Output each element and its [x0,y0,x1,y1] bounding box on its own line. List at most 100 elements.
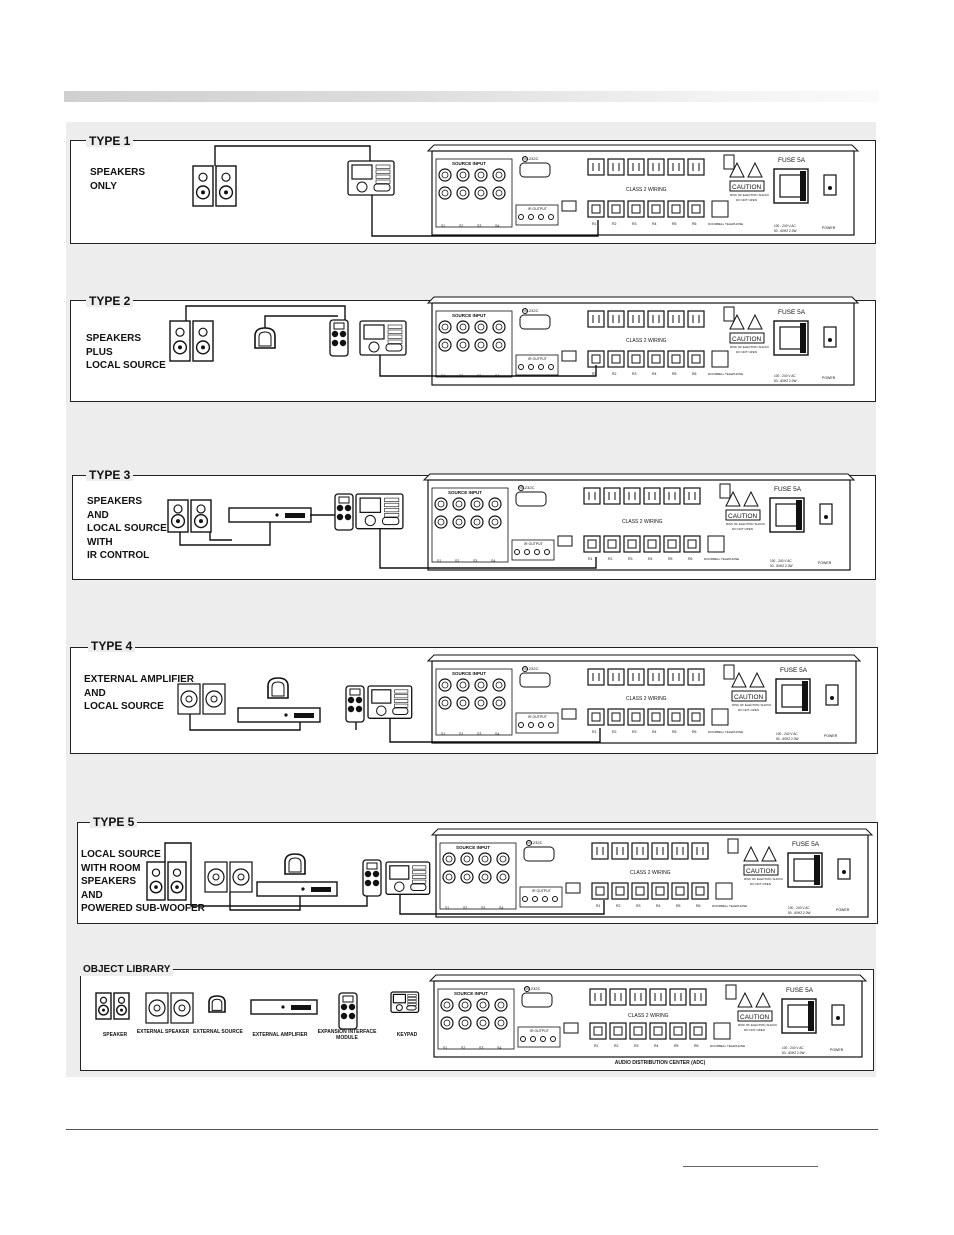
svg-text:S3: S3 [473,559,477,563]
svg-text:R4: R4 [648,557,653,561]
svg-text:CAUTION: CAUTION [728,513,758,520]
svg-text:S2: S2 [459,732,463,736]
svg-text:DOORBELL TELEPHONE: DOORBELL TELEPHONE [708,222,743,226]
svg-text:DO NOT OPEN: DO NOT OPEN [736,350,757,354]
svg-text:DOORBELL TELEPHONE: DOORBELL TELEPHONE [712,904,747,908]
keypad-type-2 [359,320,407,356]
svg-text:R4: R4 [654,1044,659,1048]
wire-type-5-sub [229,892,301,911]
svg-text:S3: S3 [477,224,481,228]
svg-text:RS-232C: RS-232C [526,840,543,845]
keypad-type-1 [347,160,395,196]
svg-text:R5: R5 [668,557,673,561]
speaker-pair-type-1 [192,165,237,207]
svg-text:CLASS 2 WIRING: CLASS 2 WIRING [630,870,671,876]
svg-text:DOORBELL TELEPHONE: DOORBELL TELEPHONE [710,1044,745,1048]
library-label-expansion-module: EXPANSION INTERFACE MODULE [317,1029,377,1041]
expansion-module-type-2 [329,319,349,357]
svg-text:DO NOT OPEN: DO NOT OPEN [732,527,753,531]
svg-text:50 - 60HZ 2.0W: 50 - 60HZ 2.0W [774,229,797,233]
svg-text:CLASS 2 WIRING: CLASS 2 WIRING [626,696,667,702]
svg-text:S2: S2 [463,906,467,910]
svg-text:R3: R3 [634,1044,639,1048]
object-library-title: OBJECT LIBRARY [80,964,174,976]
type-2-description: SPEAKERS PLUS LOCAL SOURCE [86,333,166,371]
svg-text:CAUTION: CAUTION [732,336,762,343]
type-4-title: TYPE 4 [88,640,136,652]
svg-text:R6: R6 [696,904,701,908]
amplifier-type-4 [237,707,321,723]
svg-text:POWER: POWER [830,1048,844,1052]
svg-text:R6: R6 [688,557,693,561]
svg-text:SOURCE INPUT: SOURCE INPUT [456,845,490,850]
wire-type-2-source [264,315,338,328]
svg-text:IR OUTPUT: IR OUTPUT [532,889,552,893]
svg-text:R1: R1 [592,730,597,734]
svg-text:S4: S4 [499,906,503,910]
library-speaker [95,992,130,1020]
svg-text:R1: R1 [596,904,601,908]
svg-text:DOORBELL TELEPHONE: DOORBELL TELEPHONE [708,372,743,376]
wire-type-3-amp [209,532,232,541]
keypad-type-5 [385,861,431,895]
svg-text:S4: S4 [495,224,499,228]
external-source-type-4 [267,677,289,699]
svg-text:50 - 60HZ 2.0W: 50 - 60HZ 2.0W [782,1051,805,1055]
svg-text:R4: R4 [656,904,661,908]
library-label-adc: AUDIO DISTRIBUTION CENTER (ADC) [614,1060,706,1066]
svg-text:R3: R3 [632,222,637,226]
footer-link-underline [683,1166,818,1167]
library-expansion-module [338,992,358,1030]
svg-text:IR OUTPUT: IR OUTPUT [528,357,548,361]
svg-text:S2: S2 [461,1046,465,1050]
svg-text:RS-232C: RS-232C [518,485,535,490]
svg-text:CAUTION: CAUTION [732,184,762,191]
type-2-title: TYPE 2 [86,295,134,307]
wire-type-4-speaker [189,714,301,731]
external-source-type-2 [254,327,276,349]
speaker-pair-type-3 [167,499,212,533]
svg-text:SOURCE INPUT: SOURCE INPUT [448,490,482,495]
svg-text:R2: R2 [612,222,617,226]
external-speaker-pair-type-5 [204,861,253,893]
svg-text:POWER: POWER [824,734,838,738]
wire-type-3-keypad [379,529,597,569]
svg-text:RISK OF ELECTRIC SHOCK: RISK OF ELECTRIC SHOCK [738,1023,777,1027]
svg-text:R3: R3 [636,904,641,908]
svg-text:S1: S1 [443,1046,447,1050]
svg-text:POWER: POWER [822,226,836,230]
svg-text:RS-232C: RS-232C [522,156,539,161]
type-5-title: TYPE 5 [90,816,138,828]
library-label-keypad: KEYPAD [396,1032,418,1038]
svg-text:DO NOT OPEN: DO NOT OPEN [744,1028,765,1032]
svg-text:POWER: POWER [822,376,836,380]
svg-text:50 - 60HZ 2.0W: 50 - 60HZ 2.0W [788,911,811,915]
svg-text:R2: R2 [612,730,617,734]
library-keypad [390,991,420,1014]
svg-text:100 - 240 V AC: 100 - 240 V AC [774,374,796,378]
svg-text:FUSE 5A: FUSE 5A [786,987,814,994]
svg-text:CAUTION: CAUTION [740,1014,770,1021]
svg-text:FUSE 5A: FUSE 5A [778,309,806,316]
expansion-module-type-5 [362,859,382,897]
svg-text:IR OUTPUT: IR OUTPUT [528,715,548,719]
svg-text:100 - 240 V AC: 100 - 240 V AC [788,906,810,910]
library-external-source [208,995,226,1013]
svg-text:50 - 60HZ 2.0W: 50 - 60HZ 2.0W [770,564,793,568]
svg-text:R2: R2 [614,1044,619,1048]
svg-text:DO NOT OPEN: DO NOT OPEN [736,198,757,202]
svg-text:R6: R6 [692,730,697,734]
library-external-amplifier [250,999,318,1015]
svg-text:R1: R1 [592,372,597,376]
external-source-type-5 [284,853,306,875]
svg-text:R5: R5 [672,222,677,226]
speaker-pair-type-5 [146,861,187,901]
svg-text:R2: R2 [608,557,613,561]
svg-text:RS-232C: RS-232C [522,666,539,671]
